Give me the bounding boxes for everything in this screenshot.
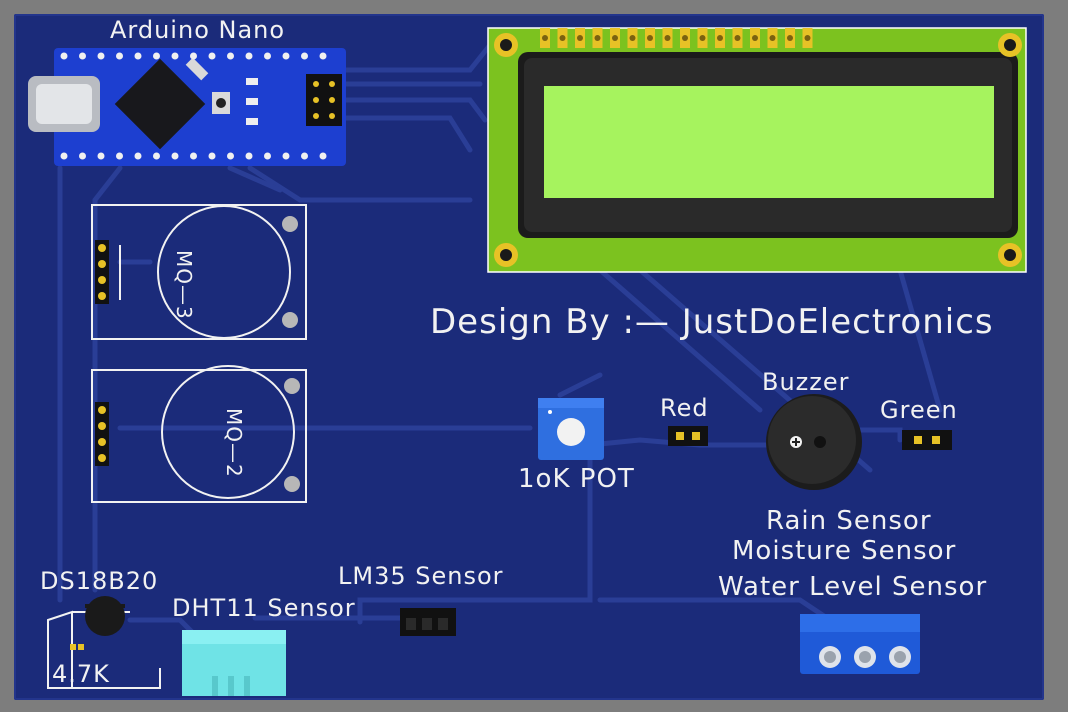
nano-pin xyxy=(79,52,86,60)
nano-pin xyxy=(116,52,123,60)
nano-pin xyxy=(264,152,271,160)
trimmer-potentiometer-icon xyxy=(538,398,604,460)
red-led-header xyxy=(668,426,708,446)
lcd-pin-hole xyxy=(734,35,741,41)
nano-pin xyxy=(227,52,234,60)
lcd-pin-hole xyxy=(577,35,583,41)
nano-pin xyxy=(282,52,290,60)
nano-pin xyxy=(153,52,160,60)
nano-pin xyxy=(245,152,253,160)
lcd-pin-hole xyxy=(612,35,618,41)
nano-pin xyxy=(282,152,290,160)
nano-pin xyxy=(97,52,105,60)
moisture-sensor-label: Moisture Sensor xyxy=(732,536,957,566)
water-level-sensor-label: Water Level Sensor xyxy=(718,572,988,602)
nano-pin xyxy=(319,152,327,160)
lcd-pin-hole xyxy=(752,35,758,41)
nano-pin xyxy=(227,152,234,160)
nano-pin xyxy=(60,52,68,60)
nano-pin xyxy=(79,152,86,160)
nano-pin xyxy=(171,52,179,60)
nano-pin xyxy=(153,152,160,160)
icsp-header xyxy=(306,74,342,126)
lcd-pin-hole xyxy=(787,35,793,41)
lcd-pin-hole xyxy=(804,35,811,41)
designer-credit: Design By :— JustDoElectronics xyxy=(430,302,994,342)
green-led-header xyxy=(902,430,952,450)
nano-pin xyxy=(134,52,142,60)
buzzer-label: Buzzer xyxy=(762,368,850,396)
lcd-pin-hole xyxy=(769,35,776,41)
nano-pin xyxy=(60,152,68,160)
nano-pin xyxy=(190,152,197,160)
lcd-pin-hole xyxy=(594,35,601,41)
nano-pin xyxy=(208,152,216,160)
nano-pin xyxy=(264,52,271,60)
buzzer-icon xyxy=(766,394,862,490)
lcd-header-pins xyxy=(540,28,813,48)
ds18b20-label: DS18B20 xyxy=(40,567,159,595)
nano-pin xyxy=(208,52,216,60)
arduino-nano-label: Arduino Nano xyxy=(110,16,286,44)
nano-pin xyxy=(171,152,179,160)
nano-pin-rows xyxy=(60,52,327,160)
arduino-nano-module xyxy=(28,48,346,166)
ds18b20-outline xyxy=(47,596,161,689)
mq3-pins xyxy=(95,240,109,304)
pot-label: 1oK POT xyxy=(518,464,635,494)
nano-pin xyxy=(245,52,253,60)
mq2-sensor-outline xyxy=(91,365,307,503)
lcd-pin-hole xyxy=(699,35,706,41)
lm35-header xyxy=(400,608,456,636)
lm35-label: LM35 Sensor xyxy=(338,562,504,590)
nano-pin xyxy=(301,152,308,160)
lcd-pin-hole xyxy=(682,35,688,41)
mq3-mount-hole xyxy=(282,312,298,328)
mq3-mount-hole xyxy=(282,216,298,232)
red-label: Red xyxy=(660,394,709,422)
lcd-screen xyxy=(544,86,994,198)
dht11-label: DHT11 Sensor xyxy=(172,594,356,622)
dht11-sensor xyxy=(182,630,286,696)
mq3-sensor-outline xyxy=(91,204,307,340)
lcd-pin-hole xyxy=(647,35,653,41)
resistor-label: 4.7K xyxy=(52,660,110,688)
screw-terminal-block xyxy=(800,614,920,674)
nano-pin xyxy=(116,152,123,160)
microcontroller-chip xyxy=(114,58,206,150)
mq2-mount-hole xyxy=(284,476,300,492)
nano-pin xyxy=(97,152,105,160)
nano-pin xyxy=(190,52,197,60)
nano-pin xyxy=(134,152,142,160)
lcd-pin-hole xyxy=(559,35,566,41)
mq2-mount-hole xyxy=(284,378,300,394)
lcd-pin-hole xyxy=(717,35,723,41)
green-label: Green xyxy=(880,396,958,424)
copper-traces xyxy=(57,42,943,643)
lcd-pin-hole xyxy=(629,35,636,41)
lcd-pin-hole xyxy=(664,35,671,41)
nano-pin xyxy=(319,52,327,60)
nano-pin xyxy=(301,52,308,60)
mq3-label: MQ—3 xyxy=(172,250,196,320)
lcd-pin-hole xyxy=(542,35,548,41)
rain-sensor-label: Rain Sensor xyxy=(766,506,932,536)
mq2-pins xyxy=(95,402,109,466)
lcd-16x2-module xyxy=(487,27,1027,273)
mq2-label: MQ—2 xyxy=(222,408,246,478)
